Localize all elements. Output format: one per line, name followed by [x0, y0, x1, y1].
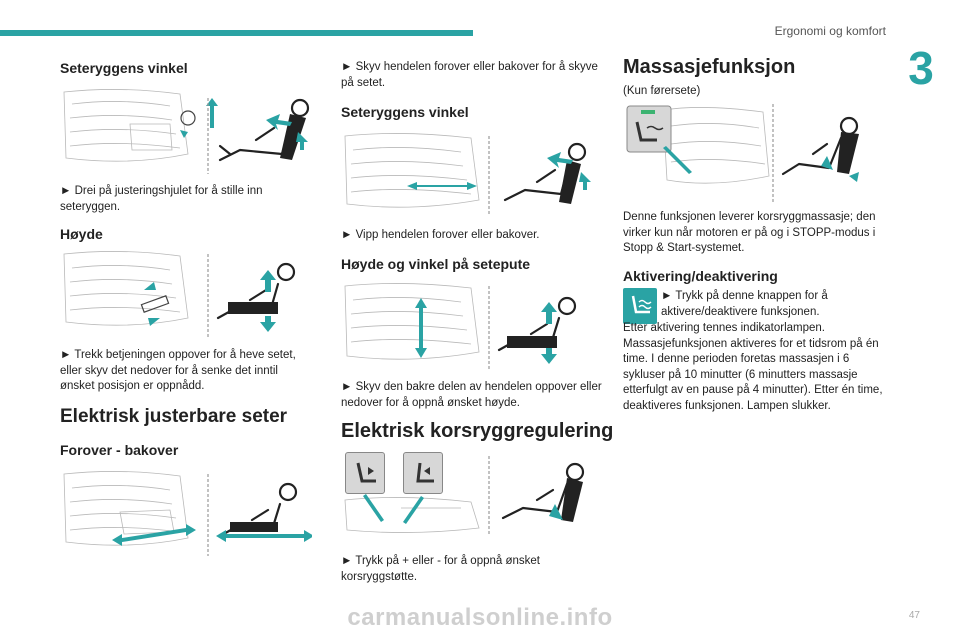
heading-height: Høyde: [60, 226, 103, 242]
header-accent-bar: [0, 30, 473, 36]
heading-cushion: Høyde og vinkel på setepute: [341, 256, 531, 272]
lumbar-seat-icon: [356, 462, 376, 483]
illustration-backrest-electric: [344, 133, 591, 216]
header-title: Ergonomi og komfort: [774, 24, 886, 38]
heading-electric-seats: Elektrisk justerbare seter: [60, 406, 288, 427]
heading-forward-backward: Forover - bakover: [60, 442, 179, 458]
illustration-seat-slide: [63, 471, 312, 556]
text-cushion-instruction: ► Skyv den bakre delen av hendelen oppov…: [341, 381, 602, 409]
text-driver-only: (Kun førersete): [623, 85, 701, 97]
lumbar-minus-button[interactable]: [345, 452, 385, 494]
text-height-instruction: ► Trekk betjeningen oppover for å heve s…: [60, 349, 296, 392]
text-backrest-electric-instruction: ► Vipp hendelen forover eller bakover.: [341, 229, 540, 241]
text-slide-instruction: ► Skyv hendelen forover eller bakover fo…: [341, 61, 598, 89]
page-number: 47: [908, 610, 920, 621]
illustration-lumbar: [344, 456, 585, 536]
illustration-cushion: [344, 283, 577, 370]
heading-backrest-angle: Seteryggens vinkel: [60, 60, 188, 76]
text-massage-description: Denne funksjonen leverer korsryggmassasj…: [623, 211, 876, 254]
heading-lumbar: Elektrisk korsryggregulering: [341, 420, 614, 442]
heading-activation: Aktivering/deaktivering: [623, 268, 778, 284]
chapter-number: 3: [908, 42, 934, 94]
text-backrest-instruction: ► Drei på justeringshjulet for å stille …: [60, 185, 263, 213]
illustration-backrest-wheel: [63, 89, 310, 174]
illustration-massage: [626, 104, 859, 202]
text-massage-details: Etter aktivering tennes indikatorlampen.…: [623, 322, 883, 412]
lumbar-seat-icon: [416, 462, 434, 483]
text-press-button: ► Trykk på denne knappen for å aktivere/…: [661, 290, 828, 318]
massage-button[interactable]: [623, 288, 657, 324]
heading-backrest-angle-electric: Seteryggens vinkel: [341, 104, 469, 120]
lumbar-plus-button[interactable]: [403, 452, 443, 494]
watermark: carmanualsonline.info: [347, 604, 613, 631]
illustration-seat-height: [63, 251, 296, 338]
heading-massage: Massasjefunksjon: [623, 56, 796, 78]
massage-icon: [623, 288, 657, 324]
text-lumbar-instruction: ► Trykk på + eller - for å oppnå ønsket …: [341, 555, 540, 583]
